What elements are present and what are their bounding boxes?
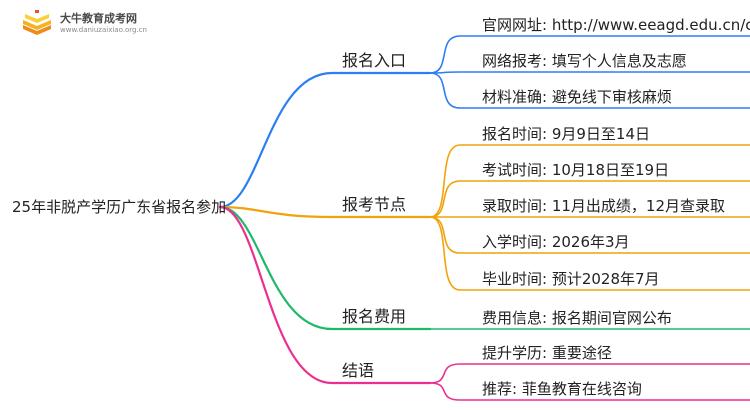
leaf-topic: 官网网址: http://www.eeagd.edu.cn/cr: [482, 16, 750, 34]
leaf-topic: 网络报考: 填写个人信息及志愿: [482, 52, 687, 70]
leaf-topic: 材料准确: 避免线下审核麻烦: [482, 88, 672, 106]
leaf-topic: 报名时间: 9月9日至14日: [482, 125, 650, 143]
brand-logo: 大牛教育成考网 www.daniuzaixiao.org.cn: [20, 8, 147, 38]
leaf-topic: 费用信息: 报名期间官网公布: [482, 309, 672, 327]
leaf-topic: 推荐: 菲鱼教育在线咨询: [482, 380, 642, 398]
brand-url: www.daniuzaixiao.org.cn: [60, 25, 147, 34]
branch-connector: [218, 205, 432, 385]
leaf-connector: [429, 216, 750, 254]
leaf-topic: 考试时间: 10月18日至19日: [482, 161, 670, 179]
branch-topic: 报名入口: [342, 51, 407, 70]
root-topic: 25年非脱产学历广东省报名参加: [12, 198, 227, 216]
leaf-connector: [429, 144, 750, 218]
branch-topic: 结语: [342, 361, 375, 380]
branch-topic: 报考节点: [342, 195, 407, 214]
book-stack-icon: [23, 10, 51, 35]
leaf-connector: [429, 382, 750, 401]
leaf-connector: [429, 216, 750, 291]
branch-connector: [218, 205, 432, 331]
leaf-connector: [429, 71, 750, 74]
leaf-connector: [429, 180, 750, 218]
leaf-topic: 毕业时间: 预计2028年7月: [482, 270, 660, 288]
brand-name: 大牛教育成考网: [60, 11, 137, 25]
leaf-topic: 提升学历: 重要途径: [482, 344, 612, 362]
leaf-topic: 入学时间: 2026年3月: [482, 233, 630, 251]
leaf-topic: 录取时间: 11月出成绩，12月查录取: [482, 197, 725, 215]
leaf-connector: [429, 72, 750, 109]
branch-connector: [218, 205, 432, 219]
leaf-connector: [429, 363, 750, 384]
branch-topic: 报名费用: [342, 307, 407, 326]
branch-connector: [218, 71, 432, 209]
leaf-connector: [429, 35, 750, 74]
